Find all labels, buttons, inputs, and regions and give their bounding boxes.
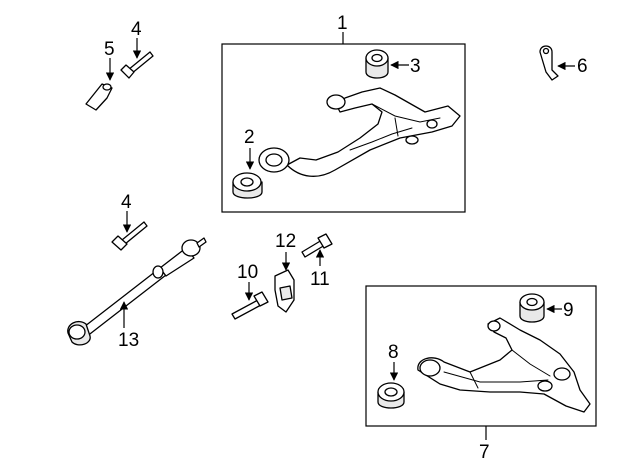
callout-1: 1: [337, 13, 348, 34]
callout-11: 11: [310, 269, 330, 290]
bushing-3[interactable]: [365, 49, 389, 79]
bolt-4-top[interactable]: [120, 51, 154, 79]
bushing-8[interactable]: [377, 382, 405, 409]
callout-4-middle: 4: [121, 192, 132, 213]
callout-13: 13: [118, 330, 139, 351]
callout-5: 5: [104, 39, 115, 60]
callout-2: 2: [244, 127, 255, 148]
callout-12: 12: [275, 231, 296, 252]
callout-7: 7: [479, 442, 490, 463]
callout-8: 8: [388, 342, 399, 363]
callout-3: 3: [410, 56, 421, 77]
bolt-11[interactable]: [301, 233, 333, 258]
bushing-9[interactable]: [519, 293, 545, 323]
upper-control-arm[interactable]: [258, 87, 461, 177]
callout-4-top: 4: [131, 19, 142, 40]
callout-6: 6: [577, 56, 588, 77]
callout-10: 10: [237, 262, 258, 283]
callout-9: 9: [563, 300, 574, 321]
lower-arm-box: [365, 285, 597, 427]
bolt-10[interactable]: [231, 291, 269, 320]
lateral-link-13[interactable]: [67, 237, 207, 346]
bolt-4-middle[interactable]: [111, 221, 148, 251]
bracket-6[interactable]: [539, 45, 559, 81]
lower-control-arm[interactable]: [417, 317, 591, 413]
bushing-2[interactable]: [232, 172, 263, 199]
nut-plate-12[interactable]: [274, 269, 295, 313]
clip-5[interactable]: [85, 83, 113, 111]
